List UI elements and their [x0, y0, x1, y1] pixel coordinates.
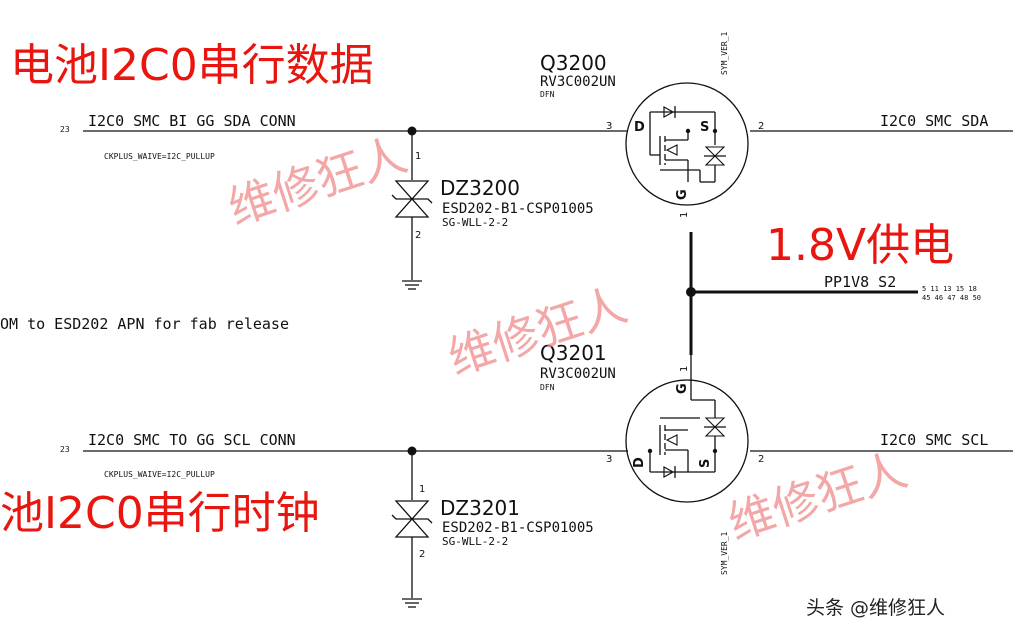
q3201-ref: Q3201: [540, 341, 607, 365]
pp1v8-page-refs-2: 45 46 47 48 50: [922, 294, 981, 302]
sda-input-net-label: I2C0 SMC BI GG SDA CONN: [88, 112, 296, 130]
q3200-pin2: 2: [758, 121, 764, 132]
sda-property-label: CKPLUS_WAIVE=I2C_PULLUP: [104, 152, 215, 161]
fab-release-note: OM to ESD202 APN for fab release: [0, 315, 289, 333]
q3201-label-g: G: [675, 383, 690, 394]
q3200-package: DFN: [540, 90, 555, 99]
sda-output-net-label: I2C0 SMC SDA: [880, 112, 988, 130]
dz3201-pin2: 2: [419, 549, 425, 560]
q3200-mosfet: Q3200 RV3C002UN DFN SYM_VER_1 3 2 1 D S …: [540, 31, 764, 218]
dz3200-lower-triangle: [394, 198, 430, 218]
pp1v8-page-refs-1: 5 11 13 15 18: [922, 285, 977, 293]
q3200-part: RV3C002UN: [540, 74, 616, 90]
gate-junction: [686, 287, 696, 297]
power-annotation-title: 1.8V供电: [766, 220, 954, 271]
scl-page-ref: 23: [60, 445, 70, 454]
dz3201-ref: DZ3201: [440, 496, 520, 520]
dz3201-pin1: 1: [419, 484, 425, 495]
scl-output-net-label: I2C0 SMC SCL: [880, 431, 988, 449]
dz3201-lower-triangle: [394, 518, 430, 538]
q3201-body: [625, 379, 749, 503]
dz3200-diode: 1 2 DZ3200 ESD202-B1-CSP01005 SG-WLL-2-2: [391, 131, 594, 290]
q3200-ref: Q3200: [540, 51, 607, 75]
pp1v8-net-label: PP1V8 S2: [824, 273, 896, 291]
sda-page-ref: 23: [60, 125, 70, 134]
scl-input-net-label: I2C0 SMC TO GG SCL CONN: [88, 431, 296, 449]
dz3200-upper-triangle: [394, 180, 430, 200]
dz3200-part: ESD202-B1-CSP01005: [442, 201, 594, 217]
dz3201-package: SG-WLL-2-2: [442, 535, 508, 548]
q3200-label-d: D: [634, 120, 645, 135]
q3200-pin3: 3: [606, 121, 612, 132]
dz3200-ref: DZ3200: [440, 176, 520, 200]
q3201-part: RV3C002UN: [540, 366, 616, 382]
sda-net: 23 I2C0 SMC BI GG SDA CONN CKPLUS_WAIVE=…: [60, 112, 1013, 161]
q3201-mosfet: Q3201 RV3C002UN DFN SYM_VER_1 3 2 1 D S …: [540, 341, 764, 575]
q3200-label-s: S: [700, 120, 709, 135]
power-rail: PP1V8 S2 5 11 13 15 18 45 46 47 48 50: [686, 232, 981, 355]
dz3201-part: ESD202-B1-CSP01005: [442, 520, 594, 536]
q3201-label-s: S: [698, 459, 713, 468]
watermark-1: 维修狂人: [222, 127, 414, 235]
q3201-symbol-version: SYM_VER_1: [720, 531, 729, 575]
q3200-internal-symbol: [649, 105, 726, 183]
q3201-pin1: 1: [679, 366, 690, 372]
scl-property-label: CKPLUS_WAIVE=I2C_PULLUP: [104, 470, 215, 479]
dz3200-pin2: 2: [415, 230, 421, 241]
q3200-pin1: 1: [679, 212, 690, 218]
sda-annotation-title: 电池I2C0串行数据: [10, 40, 374, 91]
dz3201-bar: [391, 514, 433, 524]
q3201-pin3: 3: [606, 454, 612, 465]
q3200-label-g: G: [675, 189, 690, 200]
scl-annotation-title: 池I2C0串行时钟: [0, 488, 320, 539]
footer-credit: 头条 @维修狂人: [806, 597, 945, 619]
q3201-label-d: D: [632, 457, 647, 468]
q3200-symbol-version: SYM_VER_1: [720, 31, 729, 75]
dz3200-pin1: 1: [415, 151, 421, 162]
dz3200-package: SG-WLL-2-2: [442, 216, 508, 229]
q3201-internal-symbol: [647, 355, 726, 479]
q3201-package: DFN: [540, 383, 555, 392]
q3201-pin2: 2: [758, 454, 764, 465]
q3200-body: [625, 82, 749, 206]
dz3201-upper-triangle: [394, 500, 430, 520]
watermark-3: 维修狂人: [722, 442, 914, 550]
dz3201-diode: 1 2 DZ3201 ESD202-B1-CSP01005 SG-WLL-2-2: [391, 451, 594, 608]
dz3200-bar: [391, 194, 433, 204]
scl-net: 23 I2C0 SMC TO GG SCL CONN CKPLUS_WAIVE=…: [60, 431, 1013, 479]
